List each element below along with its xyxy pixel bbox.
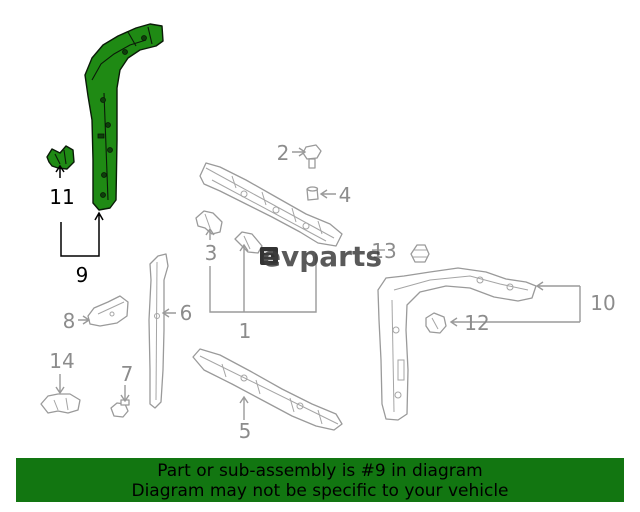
part-1-upper-member — [199, 162, 343, 247]
part-14-bracket — [40, 393, 81, 414]
part-5-lower-member — [192, 348, 343, 431]
callout-9: 9 — [76, 263, 89, 287]
callout-13: 13 — [371, 239, 396, 263]
watermark-text: evparts — [262, 240, 382, 273]
part-3-bracket — [195, 210, 223, 235]
footer-banner: Part or sub-assembly is #9 in diagram Di… — [16, 458, 624, 502]
callout-11: 11 — [49, 185, 74, 209]
callout-2: 2 — [277, 141, 290, 165]
part-12-bracket — [425, 312, 447, 334]
callout-1: 1 — [239, 319, 252, 343]
part-8-bracket — [87, 295, 129, 327]
part-11-clip — [46, 145, 75, 170]
callout-14: 14 — [49, 349, 74, 373]
part-13-clip — [410, 244, 430, 263]
part-2-bolt — [302, 144, 322, 169]
footer-line-1: Part or sub-assembly is #9 in diagram — [157, 461, 483, 481]
footer-line-2: Diagram may not be specific to your vehi… — [131, 481, 509, 501]
part-4-nut — [306, 186, 319, 201]
callout-5: 5 — [239, 419, 252, 443]
leader-lines — [55, 147, 581, 420]
callout-4: 4 — [339, 183, 352, 207]
part-10-side-panel — [377, 267, 537, 421]
callout-7: 7 — [121, 362, 134, 386]
part-7-bolt — [110, 399, 130, 418]
part-6-vertical-support — [148, 253, 169, 409]
watermark-logo: evparts — [260, 240, 382, 273]
callout-6: 6 — [180, 301, 193, 325]
callout-3: 3 — [205, 241, 218, 265]
part-1-sub-bracket — [234, 231, 263, 254]
callout-10: 10 — [590, 291, 615, 315]
part-9-bracket — [84, 23, 164, 211]
callout-8: 8 — [63, 309, 76, 333]
callout-labels: 11 9 2 4 3 13 10 12 6 8 1 14 7 5 — [49, 141, 615, 443]
callout-12: 12 — [464, 311, 489, 335]
